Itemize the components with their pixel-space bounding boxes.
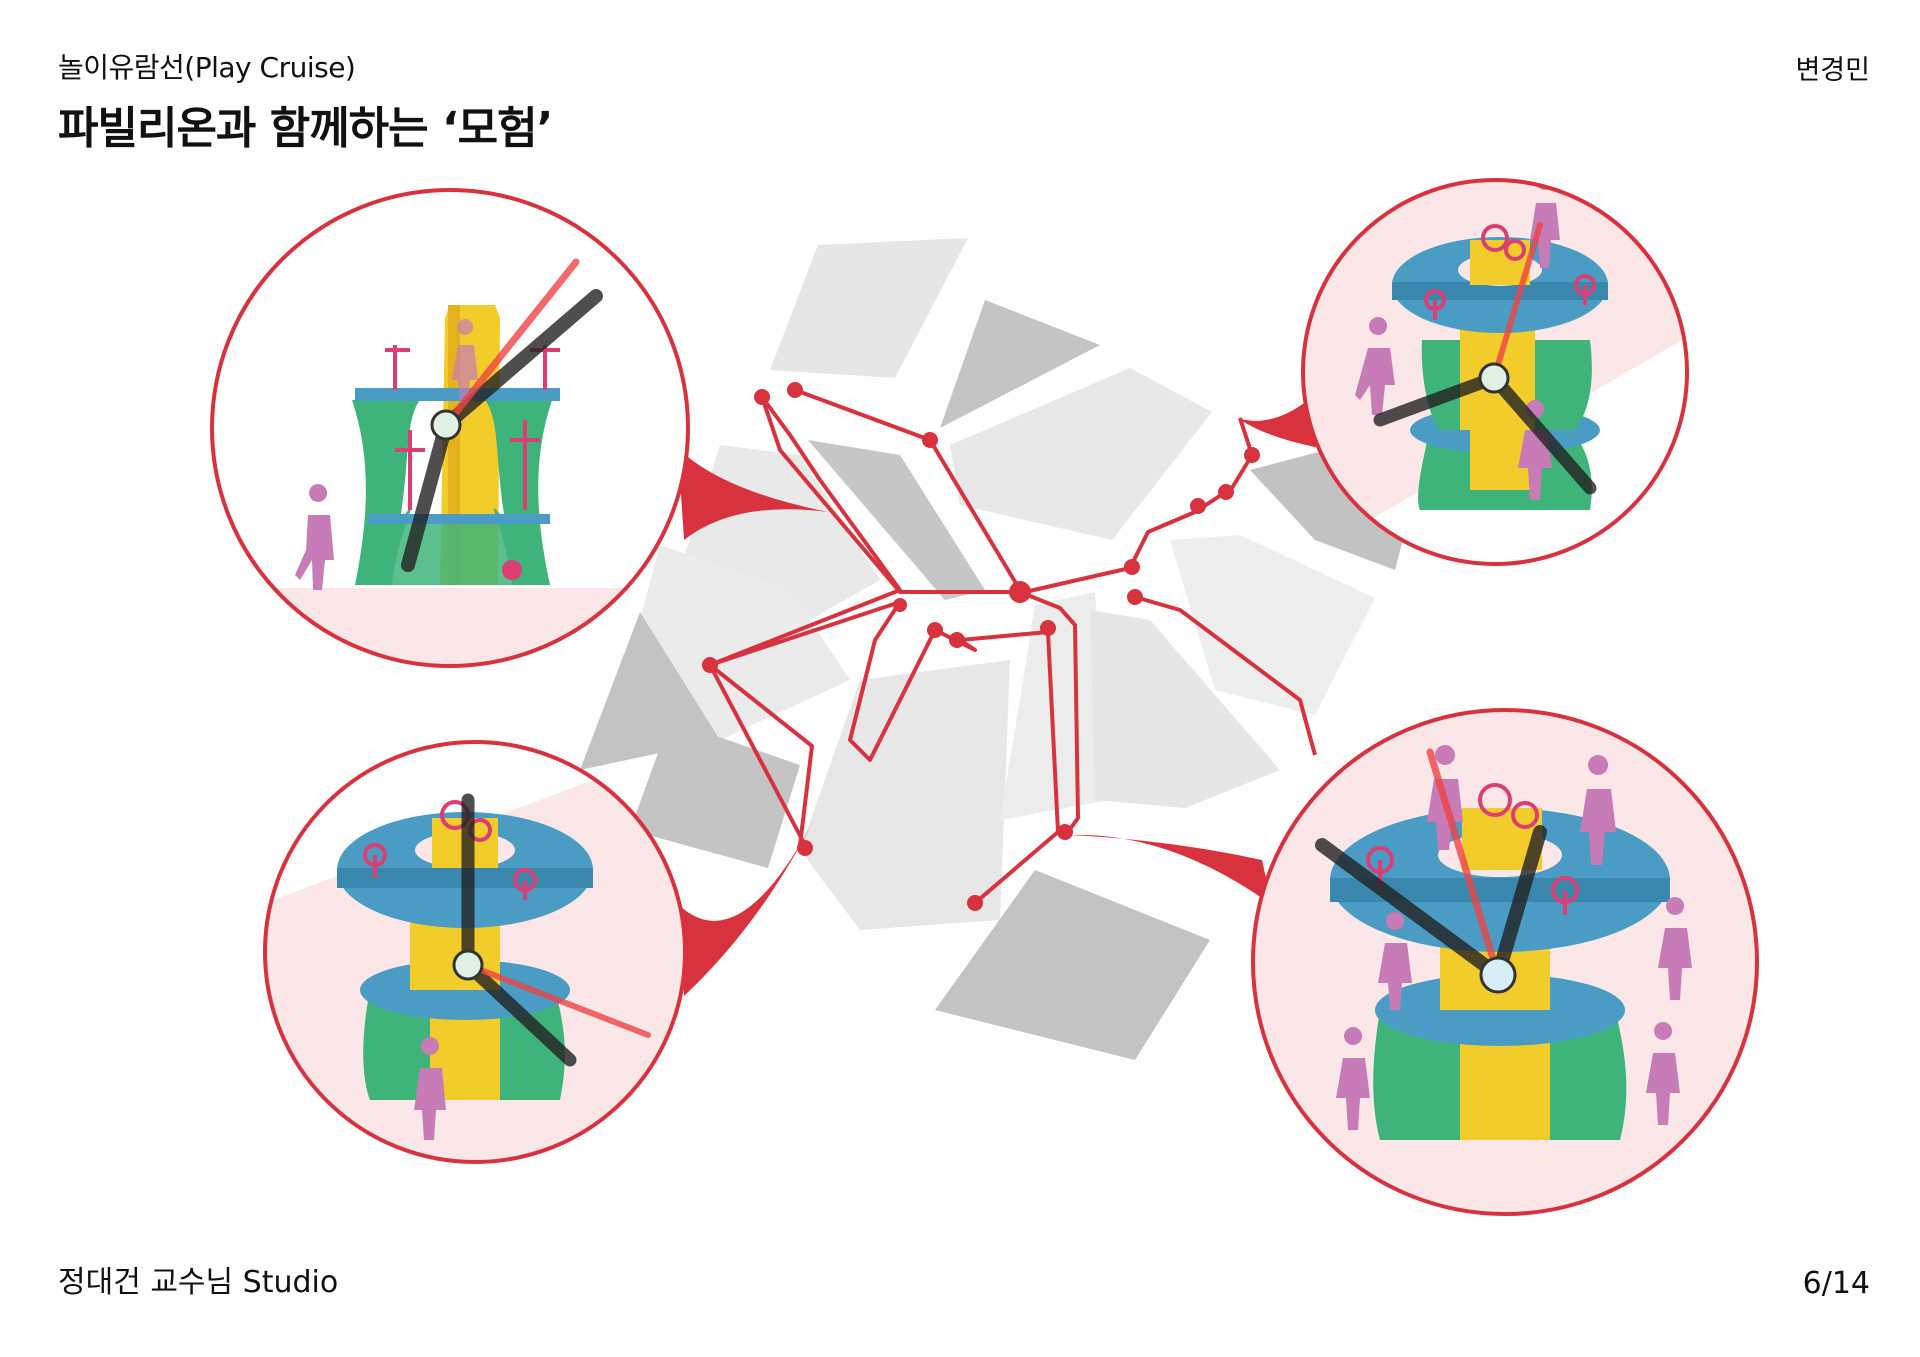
person-figure bbox=[1530, 180, 1560, 268]
callout-bottom-left bbox=[263, 740, 687, 1164]
route-node bbox=[1244, 447, 1260, 463]
route-node bbox=[754, 389, 770, 405]
route-node bbox=[922, 432, 938, 448]
route-line bbox=[934, 628, 1060, 905]
city-block bbox=[770, 238, 968, 378]
person-figure bbox=[1355, 317, 1395, 415]
route-node bbox=[893, 598, 907, 612]
callout-tail bbox=[1070, 834, 1272, 905]
city-block bbox=[800, 660, 1010, 930]
page-title: 파빌리온과 함께하는 ‘모험’ bbox=[58, 103, 553, 154]
callout-tail bbox=[680, 818, 815, 996]
clock-hands bbox=[452, 793, 651, 1067]
author-name: 변경민 bbox=[1795, 55, 1870, 86]
route-node bbox=[1040, 620, 1056, 636]
route-line bbox=[1134, 595, 1317, 756]
city-block bbox=[935, 870, 1210, 1060]
person-figure bbox=[1336, 1027, 1370, 1130]
person-figure bbox=[452, 319, 478, 400]
subtitle: 놀이유람선(Play Cruise) bbox=[58, 51, 356, 84]
person-figure bbox=[1646, 1022, 1680, 1125]
callout-top-right bbox=[1301, 178, 1689, 566]
route-node bbox=[1190, 498, 1206, 514]
route-line bbox=[760, 396, 1020, 594]
route-node bbox=[927, 622, 943, 638]
person-figure bbox=[1658, 897, 1692, 1000]
person-figure bbox=[295, 484, 334, 590]
route-node bbox=[1218, 484, 1234, 500]
route-line bbox=[848, 600, 937, 762]
route-node bbox=[949, 632, 965, 648]
person-figure bbox=[1518, 400, 1552, 500]
route-node bbox=[1124, 559, 1140, 575]
route-line bbox=[1019, 590, 1080, 834]
city-block bbox=[1170, 535, 1375, 715]
city-block bbox=[1090, 610, 1280, 808]
person-figure bbox=[414, 1037, 446, 1140]
route-node bbox=[797, 840, 813, 856]
clock-hands bbox=[1315, 748, 1547, 994]
route-nodes bbox=[702, 382, 1260, 911]
page-number: 6/14 bbox=[1802, 1266, 1870, 1301]
city-block bbox=[950, 368, 1212, 540]
person-figure bbox=[1378, 912, 1412, 1010]
city-block bbox=[1000, 592, 1110, 820]
studio-label: 정대건 교수님 Studio bbox=[58, 1265, 339, 1300]
city-block bbox=[808, 440, 985, 600]
callout-bottom-right bbox=[1251, 708, 1759, 1216]
route-node bbox=[967, 895, 983, 911]
city-blocks bbox=[580, 238, 1412, 1060]
city-block bbox=[640, 545, 850, 740]
callout-tail bbox=[678, 448, 828, 540]
route-node bbox=[1057, 824, 1073, 840]
route-node bbox=[702, 657, 718, 673]
city-block bbox=[940, 300, 1100, 428]
route-line bbox=[708, 395, 902, 846]
route-node bbox=[1127, 589, 1143, 605]
clock-hands bbox=[401, 258, 603, 572]
route-node bbox=[1009, 581, 1031, 603]
clock-hands bbox=[1373, 222, 1597, 495]
pavilion-axonometric bbox=[1392, 224, 1608, 510]
route-node bbox=[787, 382, 803, 398]
person-figure bbox=[1580, 755, 1616, 865]
